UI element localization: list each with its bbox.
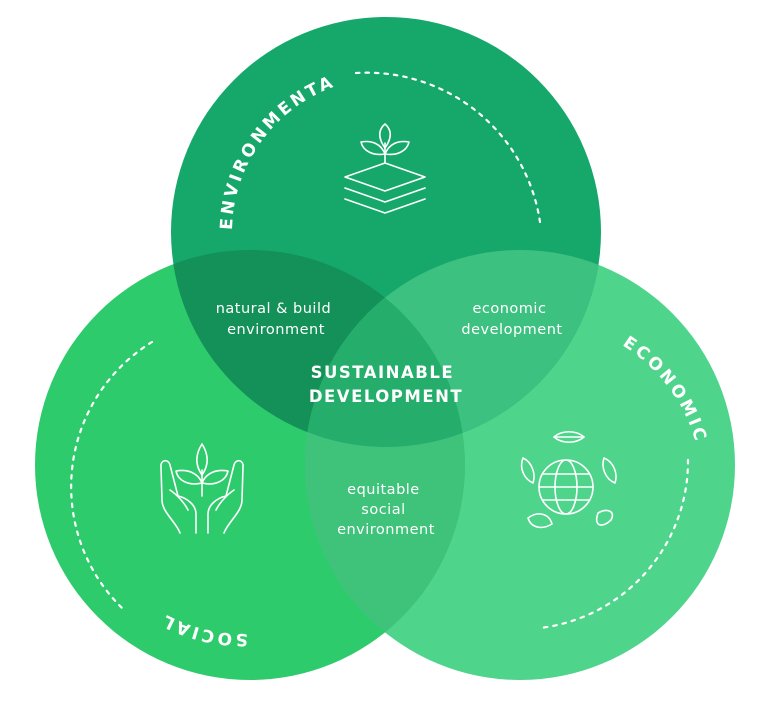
center-line-2: DEVELOPMENT: [309, 387, 463, 406]
soc-eco-line-2: social: [361, 502, 405, 518]
env-soc-line-1: natural & build: [216, 301, 332, 317]
sprout-on-layers-icon: [344, 123, 426, 214]
soc-eco-line-1: equitable: [347, 482, 420, 498]
center-line-1: SUSTAINABLE: [311, 363, 455, 382]
social-dashed-arc: [70, 340, 154, 610]
economic-dashed-arc: [538, 458, 690, 630]
env-eco-line-1: economic: [472, 301, 546, 317]
soc-eco-line-3: environment: [337, 522, 435, 538]
overlap-environmental-economic: [305, 250, 601, 447]
globe-with-leaves-icon: [520, 430, 617, 529]
env-eco-overlap-label: economic development: [461, 301, 562, 338]
hands-holding-plant-icon: [160, 443, 244, 534]
env-soc-overlap-label: natural & build environment: [216, 301, 337, 338]
soc-eco-overlap-label: equitable social environment: [337, 482, 435, 538]
env-eco-line-2: development: [461, 322, 562, 338]
env-soc-line-2: environment: [227, 322, 325, 338]
overlap-environmental-social: [171, 250, 465, 447]
center-label: SUSTAINABLE DEVELOPMENT: [309, 363, 463, 406]
